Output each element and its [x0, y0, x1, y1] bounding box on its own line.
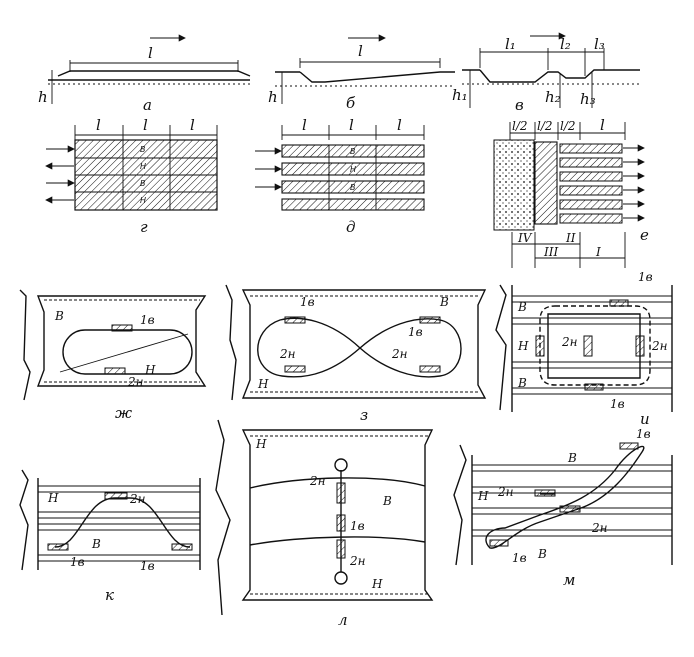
panel-label-v: в — [515, 96, 524, 114]
vehicle-up-z1: 1в — [300, 295, 315, 309]
panel-label-l: л — [338, 611, 348, 629]
zone-upper-l: В — [382, 494, 392, 508]
zone-lower-l1: Н — [255, 437, 267, 451]
zone-upper-k: В — [91, 537, 101, 551]
vehicle-down-z1: 2н — [279, 347, 296, 361]
vehicle-up-i2: 1в — [610, 397, 625, 411]
row-mark-g2: Н — [140, 162, 146, 171]
dim-h2-label: h₂ — [545, 88, 561, 106]
vehicle-up-z2: 1в — [408, 325, 423, 339]
zone-lower-l2: Н — [371, 577, 383, 591]
vehicle-down-l2: 2н — [349, 554, 366, 568]
vehicle-up-i1: 1в — [638, 270, 653, 284]
scheme-l: Н В Н 2н 1в 2н л — [215, 419, 434, 629]
vehicle-up-zh: 1в — [140, 313, 155, 327]
scheme-m: В Н В 2н 2н 1в 1в м — [453, 427, 673, 589]
panel-label-m: м — [563, 571, 575, 589]
row-mark-g4: Н — [140, 196, 146, 205]
zone-upper-zh: В — [54, 309, 64, 323]
vehicle-down-k: 2н — [129, 492, 146, 506]
row-mark-d3: В — [350, 183, 356, 192]
vehicle-down-zh: 2н — [127, 375, 144, 389]
panel-label-e: е — [640, 226, 649, 244]
panel-label-zh: ж — [115, 404, 132, 422]
zone-upper-z: В — [439, 295, 449, 309]
zone-lower-zh: Н — [144, 363, 156, 377]
row-mark-g1: В — [140, 145, 146, 154]
dim-l-label-b: l — [358, 42, 363, 60]
plan-d: l l l В Н В д — [255, 116, 425, 236]
dim-l3-label: l₃ — [594, 35, 605, 53]
zone-upper-i2: В — [517, 376, 527, 390]
dim-l-e: l — [600, 116, 605, 134]
panel-label-g: г — [140, 218, 148, 236]
vehicle-up-k1: 1в — [70, 555, 85, 569]
vehicle-up-m1: 1в — [636, 427, 651, 441]
dim-half-e3: l/2 — [560, 119, 576, 133]
dim-l1-label: l₁ — [505, 35, 516, 53]
scheme-i: В Н В 2н 2н 1в 1в и — [495, 270, 673, 428]
panel-label-a: а — [143, 96, 152, 114]
vehicle-down-m1: 2н — [497, 485, 514, 499]
dim-l-g2: l — [143, 116, 148, 134]
zone-upper-m1: В — [567, 451, 577, 465]
panel-label-b: б — [346, 94, 356, 112]
dim-h1-label: h₁ — [452, 86, 468, 104]
vehicle-up-l: 1в — [350, 519, 365, 533]
dim-l-d3: l — [397, 116, 402, 134]
zone-upper-m2: В — [537, 547, 547, 561]
zone-lower-m: Н — [477, 489, 489, 503]
zone-lower-z: Н — [257, 377, 269, 391]
vehicle-down-i1: 2н — [561, 335, 578, 349]
scheme-z: 1в 1в 2н 2н В Н з — [225, 284, 487, 424]
strip-label-i: I — [595, 245, 601, 259]
vehicle-up-k2: 1в — [140, 559, 155, 573]
dim-h-label: h — [38, 88, 48, 106]
dim-h3-label: h₃ — [580, 90, 596, 108]
panel-label-z: з — [360, 406, 368, 424]
panel-label-k: к — [105, 586, 114, 604]
dim-l-g3: l — [190, 116, 195, 134]
strip-label-ii: II — [565, 231, 576, 245]
vehicle-down-z2: 2н — [391, 347, 408, 361]
dim-half-e2: l/2 — [537, 119, 553, 133]
vehicle-up-m2: 1в — [512, 551, 527, 565]
strip-label-iii: III — [543, 245, 558, 259]
panel-label-i: и — [640, 410, 650, 428]
scheme-k: Н В 2н 1в 1в к — [19, 469, 201, 604]
dim-l-label: l — [148, 44, 153, 62]
scheme-zh: В Н 1в 2н ж — [19, 289, 207, 422]
zone-lower-k: Н — [47, 491, 59, 505]
dim-l2-label: l₂ — [560, 35, 571, 53]
profile-v: l₁ l₂ l₃ h₁ h₂ h₃ в — [452, 32, 640, 114]
plan-g: l l l В Н В Н г — [45, 116, 218, 236]
dim-l-d2: l — [349, 116, 354, 134]
zone-lower-i: Н — [517, 339, 529, 353]
panel-label-d: д — [346, 218, 356, 236]
row-mark-d1: В — [350, 147, 356, 156]
plan-e: l/2 l/2 l/2 l IV II III I е — [493, 116, 649, 268]
row-mark-g3: В — [140, 179, 146, 188]
profile-a: l h а — [38, 34, 251, 114]
vehicle-down-m2: 2н — [591, 521, 608, 535]
row-mark-d2: Н — [350, 165, 356, 174]
dim-l-d1: l — [302, 116, 307, 134]
profile-b: l h б — [268, 34, 455, 112]
vehicle-down-i2: 2н — [651, 339, 668, 353]
strip-label-iv: IV — [517, 231, 533, 245]
zone-upper-i1: В — [517, 300, 527, 314]
dim-half-e1: l/2 — [512, 119, 528, 133]
dim-h-label-b: h — [268, 88, 278, 106]
vehicle-down-l1: 2н — [309, 474, 326, 488]
dim-l-g1: l — [96, 116, 101, 134]
